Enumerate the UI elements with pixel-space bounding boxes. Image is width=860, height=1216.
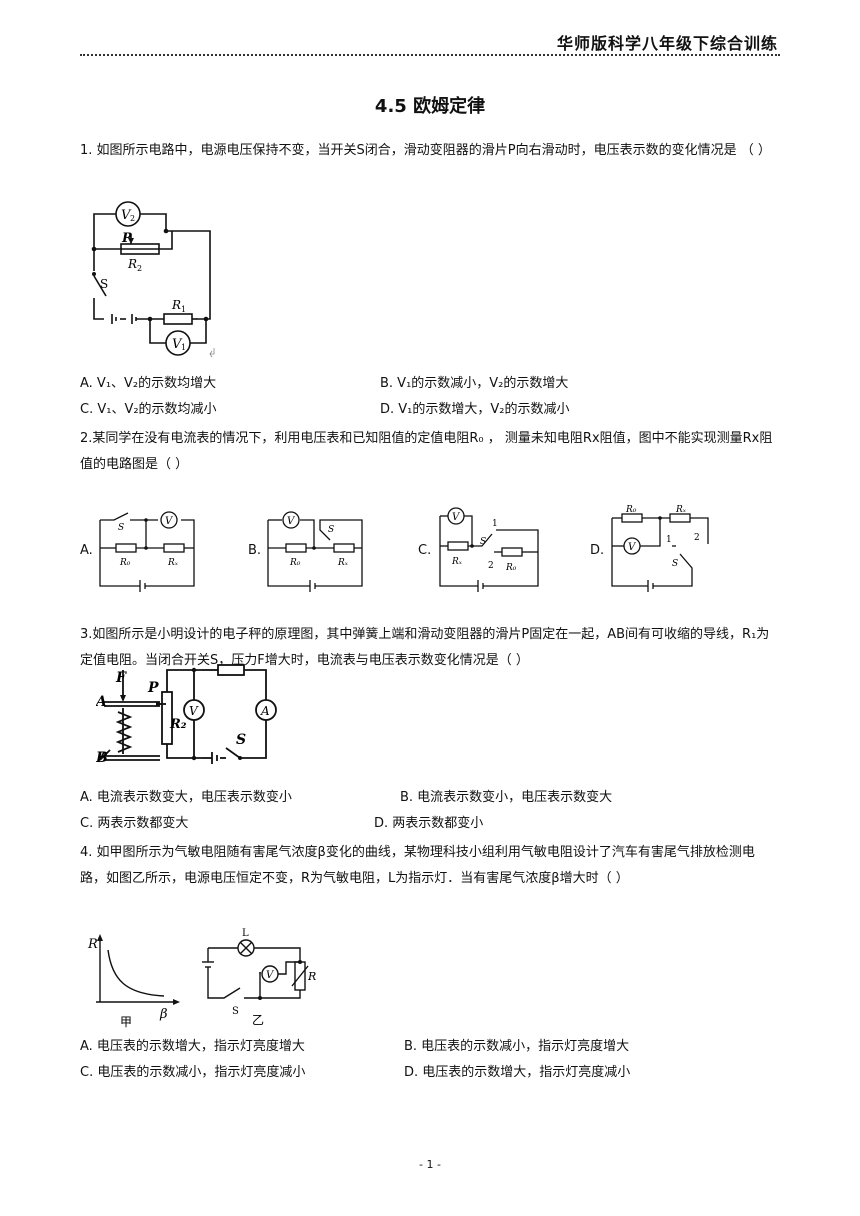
r2-subscript: 2 xyxy=(137,264,142,273)
voltmeter-symbol: V xyxy=(189,704,199,718)
q3-option-b[interactable]: B. 电流表示数变小，电压表示数变大 xyxy=(400,790,613,805)
r0-label: R₀ xyxy=(119,558,131,568)
r0-label: R₀ xyxy=(505,563,517,573)
r0-label: R₀ xyxy=(289,558,301,568)
v1-symbol: V xyxy=(172,337,183,352)
circuit-yi-caption: 乙 xyxy=(252,1013,264,1026)
q4-graph-jia: R β 甲 xyxy=(87,934,180,1028)
r1-label: R₁ xyxy=(219,662,237,665)
q4-option-b[interactable]: B. 电压表的示数减小，指示灯亮度增大 xyxy=(404,1039,630,1054)
q3-option-d[interactable]: D. 两表示数都变小 xyxy=(374,816,484,831)
page-header: 华师版科学八年级下综合训练 xyxy=(80,28,780,56)
q1-option-d[interactable]: D. V₁的示数增大，V₂的示数减小 xyxy=(380,402,570,417)
q2-circuit-a: V S R₀ Rₓ xyxy=(99,511,195,592)
q2-option-d-label[interactable]: D. xyxy=(590,543,605,558)
switch-label: S xyxy=(118,523,124,533)
r0-label: R₀ xyxy=(625,505,637,515)
q2-circuit-c: V 1 S 2 Rₓ R₀ xyxy=(439,507,539,592)
lamp-l-label: L xyxy=(242,928,249,939)
q3-option-a[interactable]: A. 电流表示数变大，电压表示数变小 xyxy=(80,790,292,805)
q1-circuit-figure: V 2 P R 2 S R 1 V 1 xyxy=(91,201,215,358)
q2-option-a-label[interactable]: A. xyxy=(80,543,93,558)
switch-label: S xyxy=(480,537,486,547)
point-a-label: A xyxy=(96,694,107,710)
v2-symbol: V xyxy=(121,208,132,223)
v2-subscript: 2 xyxy=(130,214,135,223)
question-3-text: 3.如图所示是小明设计的电子秤的原理图，其中弹簧上端和滑动变阻器的滑片P固定在一… xyxy=(80,627,770,668)
gas-sensor-r-label: R xyxy=(307,970,316,983)
switch-label: S xyxy=(328,525,334,535)
axis-r-label: R xyxy=(87,937,98,952)
slider-p-label: P xyxy=(121,231,133,246)
q1-option-a[interactable]: A. V₁、V₂的示数均增大 xyxy=(80,376,217,391)
page-number: - 1 - xyxy=(419,1158,441,1171)
switch-s-label: S xyxy=(100,277,108,291)
q2-circuit-d: V R₀ Rₓ 1 2 S xyxy=(611,505,709,592)
q4-option-a[interactable]: A. 电压表的示数增大，指示灯亮度增大 xyxy=(80,1039,305,1054)
contact-1-label: 1 xyxy=(666,535,672,545)
q2-circuit-b: V S R₀ Rₓ xyxy=(267,511,363,592)
voltmeter-symbol: V xyxy=(287,516,296,527)
rx-label: Rₓ xyxy=(337,558,349,568)
q4-option-c[interactable]: C. 电压表的示数减小，指示灯亮度减小 xyxy=(80,1065,306,1080)
voltmeter-symbol: V xyxy=(266,970,275,981)
q3-electronic-scale-figure: F P R₁ A R₂ V A B S xyxy=(96,662,277,766)
header-title: 华师版科学八年级下综合训练 xyxy=(556,34,778,53)
voltmeter-symbol: V xyxy=(452,512,461,523)
q3-option-c[interactable]: C. 两表示数都变大 xyxy=(80,816,189,831)
r2-label: R₂ xyxy=(169,717,187,732)
rx-label: Rₓ xyxy=(167,558,179,568)
rx-label: Rₓ xyxy=(451,557,463,567)
graph-jia-caption: 甲 xyxy=(120,1015,132,1028)
switch-label: S xyxy=(672,559,678,569)
slider-p-label: P xyxy=(147,680,159,696)
contact-2-label: 2 xyxy=(694,533,700,543)
contact-1-label: 1 xyxy=(492,519,498,529)
q2-option-b-label[interactable]: B. xyxy=(248,543,262,558)
question-1-text: 1. 如图所示电路中，电源电压保持不变，当开关S闭合，滑动变阻器的滑片P向右滑动… xyxy=(80,143,771,158)
ammeter-symbol: A xyxy=(260,704,270,718)
v1-subscript: 1 xyxy=(181,343,186,352)
r1-subscript: 1 xyxy=(181,305,186,314)
switch-s-label: S xyxy=(232,1006,239,1017)
r1-label: R xyxy=(171,298,181,312)
q1-option-c[interactable]: C. V₁、V₂的示数均减小 xyxy=(80,402,217,417)
q2-option-c-label[interactable]: C. xyxy=(418,543,432,558)
contact-2-label: 2 xyxy=(488,561,494,571)
voltmeter-symbol: V xyxy=(165,516,174,527)
q1-option-b[interactable]: B. V₁的示数减小，V₂的示数增大 xyxy=(380,376,569,391)
question-2-text: 2.某同学在没有电流表的情况下，利用电压表和已知阻值的定值电阻R₀ ， 测量未知… xyxy=(80,431,773,472)
force-f-label: F xyxy=(115,670,127,686)
page-title: 4.5 欧姆定律 xyxy=(374,96,486,117)
r2-label: R xyxy=(127,257,137,271)
q4-option-d[interactable]: D. 电压表的示数增大，指示灯亮度减小 xyxy=(404,1065,631,1080)
rx-label: Rₓ xyxy=(675,505,687,515)
q4-circuit-yi: L V R S 乙 xyxy=(202,928,316,1026)
voltmeter-symbol: V xyxy=(628,542,637,553)
point-b-label: B xyxy=(96,750,108,766)
switch-s-label: S xyxy=(236,732,246,748)
question-4-text: 4. 如甲图所示为气敏电阻随有害尾气浓度β变化的曲线，某物理科技小组利用气敏电阻… xyxy=(80,845,755,886)
axis-beta-label: β xyxy=(159,1007,168,1022)
